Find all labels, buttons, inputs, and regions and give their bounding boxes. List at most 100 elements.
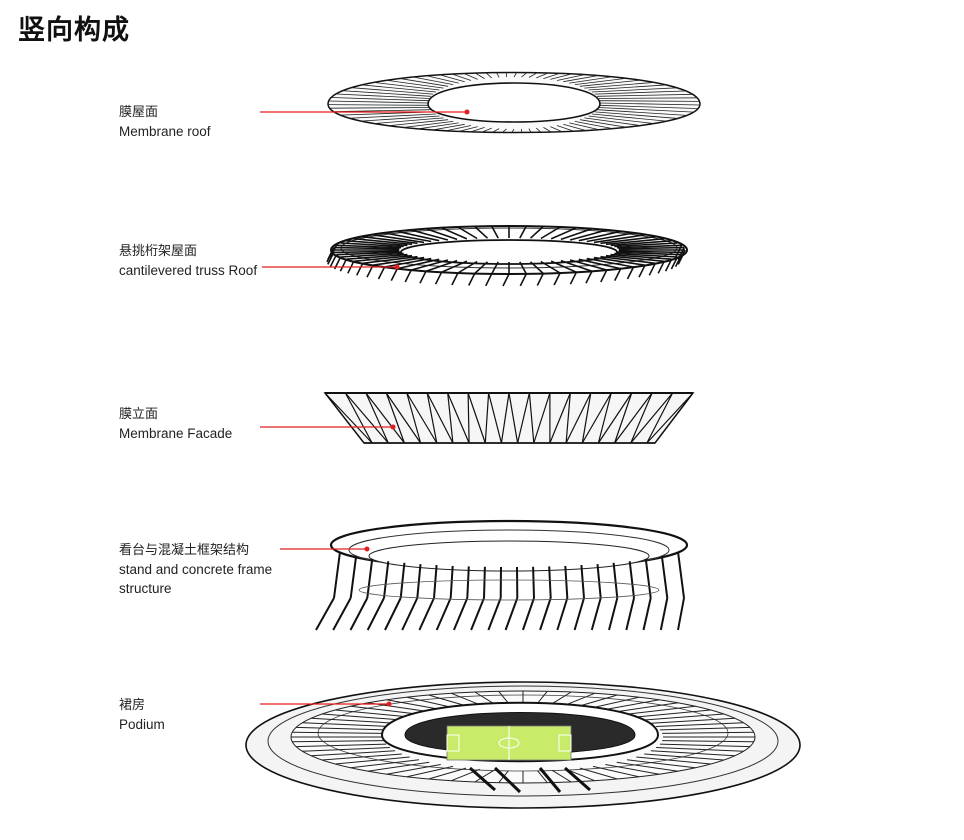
truss-tick (390, 268, 399, 281)
podium-stripe (302, 722, 390, 727)
frame-leg (315, 597, 335, 631)
truss-member (340, 242, 404, 248)
label-truss-roof: 悬挑桁架屋面 cantilevered truss Roof (119, 242, 257, 280)
truss-member (384, 232, 432, 243)
truss-member (333, 250, 400, 254)
facade-panel-edge (484, 392, 490, 444)
frame-leg (366, 597, 385, 631)
truss-member (457, 226, 478, 240)
truss-member (362, 255, 418, 265)
podium-stripe (537, 690, 548, 704)
podium-stripe (296, 726, 387, 731)
label-membrane-roof: 膜屋面 Membrane roof (119, 103, 211, 141)
truss-tick (451, 272, 459, 286)
facade-panel-edge (508, 392, 519, 444)
truss-member (340, 252, 404, 258)
truss-member (618, 246, 685, 250)
truss-tick (519, 273, 528, 287)
truss-member (605, 254, 665, 263)
facade-panel-edge (500, 392, 510, 444)
truss-member (346, 240, 408, 247)
frame-leg (573, 597, 585, 631)
membrane-facade-illustration (323, 392, 695, 444)
podium-stripe (367, 761, 430, 772)
frame-column (483, 566, 486, 599)
truss-roof-illustration (326, 225, 688, 287)
label-zh: 裙房 (119, 698, 146, 713)
truss-member (397, 258, 440, 270)
label-zh: 悬挑桁架屋面 (119, 244, 198, 259)
truss-member (578, 258, 621, 270)
truss-member (372, 256, 425, 266)
facade-panel-edge (488, 392, 502, 444)
label-podium: 裙房 Podium (119, 696, 165, 734)
truss-tick (536, 273, 545, 286)
frame-leg (349, 597, 369, 631)
truss-member (490, 261, 499, 275)
facade-panel-edge (517, 392, 530, 444)
roof-rib (471, 128, 500, 133)
truss-member (474, 225, 489, 239)
label-en: Podium (119, 717, 165, 732)
truss-member (353, 254, 413, 263)
frame-leg (452, 597, 469, 631)
podium-stripe (616, 761, 679, 772)
truss-member (586, 232, 634, 243)
frame-column (399, 562, 406, 599)
frame-leg (590, 597, 602, 631)
truss-member (397, 230, 440, 242)
podium-stripe (650, 717, 735, 724)
podium-stripe (644, 753, 724, 761)
truss-member (490, 225, 499, 239)
truss-member (610, 240, 672, 247)
frame-column (548, 566, 552, 599)
frame-leg (384, 597, 402, 631)
facade-panel-edge (406, 392, 438, 444)
truss-member (336, 244, 402, 249)
truss-tick (355, 262, 364, 276)
frame-column (383, 561, 390, 599)
frame-column (612, 562, 619, 599)
facade-panel-edge (614, 392, 653, 444)
facade-panel-edge (614, 392, 633, 444)
podium-stripe (428, 694, 467, 707)
facade-panel-edge (365, 392, 389, 444)
facade-panel-edge (365, 392, 405, 444)
roof-rib (536, 72, 573, 79)
truss-member (372, 234, 425, 244)
roof-rib (473, 72, 492, 79)
podium-stripe (350, 705, 420, 715)
truss-member (560, 259, 593, 272)
roof-rib (543, 127, 571, 133)
frame-column (449, 565, 454, 599)
facade-panel-edge (581, 392, 592, 444)
truss-member (529, 261, 544, 275)
frame-column (660, 556, 669, 599)
truss-member (578, 230, 621, 242)
facade-panel-edge (630, 392, 653, 444)
facade-panel-edge (630, 392, 674, 444)
truss-member (605, 237, 665, 246)
frame-column (333, 551, 341, 599)
roof-rib (513, 72, 524, 78)
leader-lines (260, 109, 470, 707)
truss-tick (467, 273, 476, 286)
roof-rib (594, 90, 696, 95)
frame-leg (418, 597, 435, 631)
truss-member (550, 260, 577, 273)
frame-column (532, 566, 535, 599)
facade-panel-edge (646, 392, 694, 444)
frame-leg (435, 597, 452, 631)
podium-stripe (311, 750, 396, 757)
roof-rib (328, 107, 430, 109)
truss-tick (339, 258, 348, 272)
podium-stripe (537, 770, 548, 784)
podium-stripe (551, 769, 572, 783)
podium-stripe (566, 692, 595, 706)
label-stand-structure: 看台与混凝土框架结构 stand and concrete frame stru… (119, 541, 289, 598)
truss-tick (419, 270, 427, 284)
truss-tick (626, 266, 635, 280)
facade-panel-edge (565, 392, 592, 444)
roof-rib (550, 126, 586, 133)
roof-rib (328, 100, 429, 104)
